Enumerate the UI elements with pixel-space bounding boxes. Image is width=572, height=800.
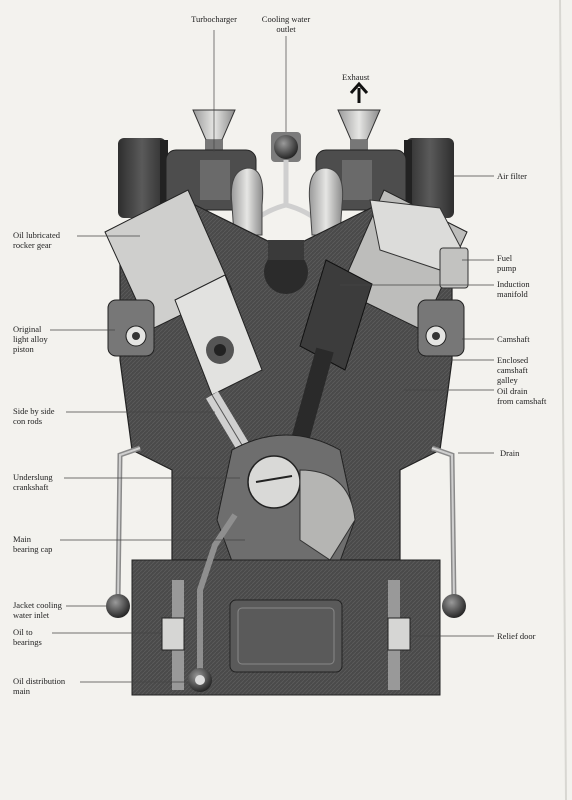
exhaust-arrow-icon: [349, 81, 369, 103]
label-oil-distribution-main: Oil distribution main: [13, 676, 66, 696]
label-relief-door: Relief door: [497, 631, 536, 641]
label-main-bearing-cap: Main bearing cap: [13, 534, 53, 554]
left-camshaft-galley: [107, 299, 155, 357]
label-drain: Drain: [500, 448, 520, 458]
right-cylinder-piston: [291, 259, 373, 443]
label-oil-to-bearings: Oil to bearings: [13, 627, 42, 647]
label-original-light-alloy-piston: Original light alloy piston: [13, 324, 48, 354]
label-exhaust: Exhaust: [342, 72, 370, 82]
label-oil-lubricated-rocker-gear: Oil lubricated rocker gear: [13, 230, 60, 250]
label-air-filter: Air filter: [497, 171, 527, 181]
jacket-cooling-water-inlet-right: [442, 594, 466, 618]
label-underslung-crankshaft: Underslung crankshaft: [13, 472, 53, 492]
leader-lines: [50, 30, 494, 683]
jacket-cooling-water-inlet-left: [106, 594, 130, 618]
label-side-by-side-con-rods: Side by side con rods: [13, 406, 55, 426]
label-turbocharger: Turbocharger: [191, 14, 237, 24]
label-induction-manifold: Induction manifold: [497, 279, 530, 299]
label-cooling-water-outlet: Cooling water outlet: [261, 14, 311, 34]
label-jacket-cooling-water-inlet: Jacket cooling water inlet: [13, 600, 62, 620]
air-filter-left: [118, 138, 168, 218]
oil-to-bearings-fitting: [161, 617, 185, 651]
label-camshaft: Camshaft: [497, 334, 530, 344]
label-fuel-pump: Fuel pump: [497, 253, 517, 273]
turbocharger-intake-right: [337, 109, 381, 152]
crankcase: [216, 434, 356, 576]
right-camshaft-galley: [417, 299, 465, 357]
label-enclosed-camshaft-galley: Enclosed camshaft galley: [497, 355, 529, 385]
fuel-pump: [369, 199, 469, 289]
relief-door: [387, 617, 411, 651]
air-filter-right: [404, 138, 454, 218]
label-oil-drain-from-camshaft: Oil drain from camshaft: [497, 386, 547, 406]
oil-feed-pipe: [197, 513, 238, 672]
